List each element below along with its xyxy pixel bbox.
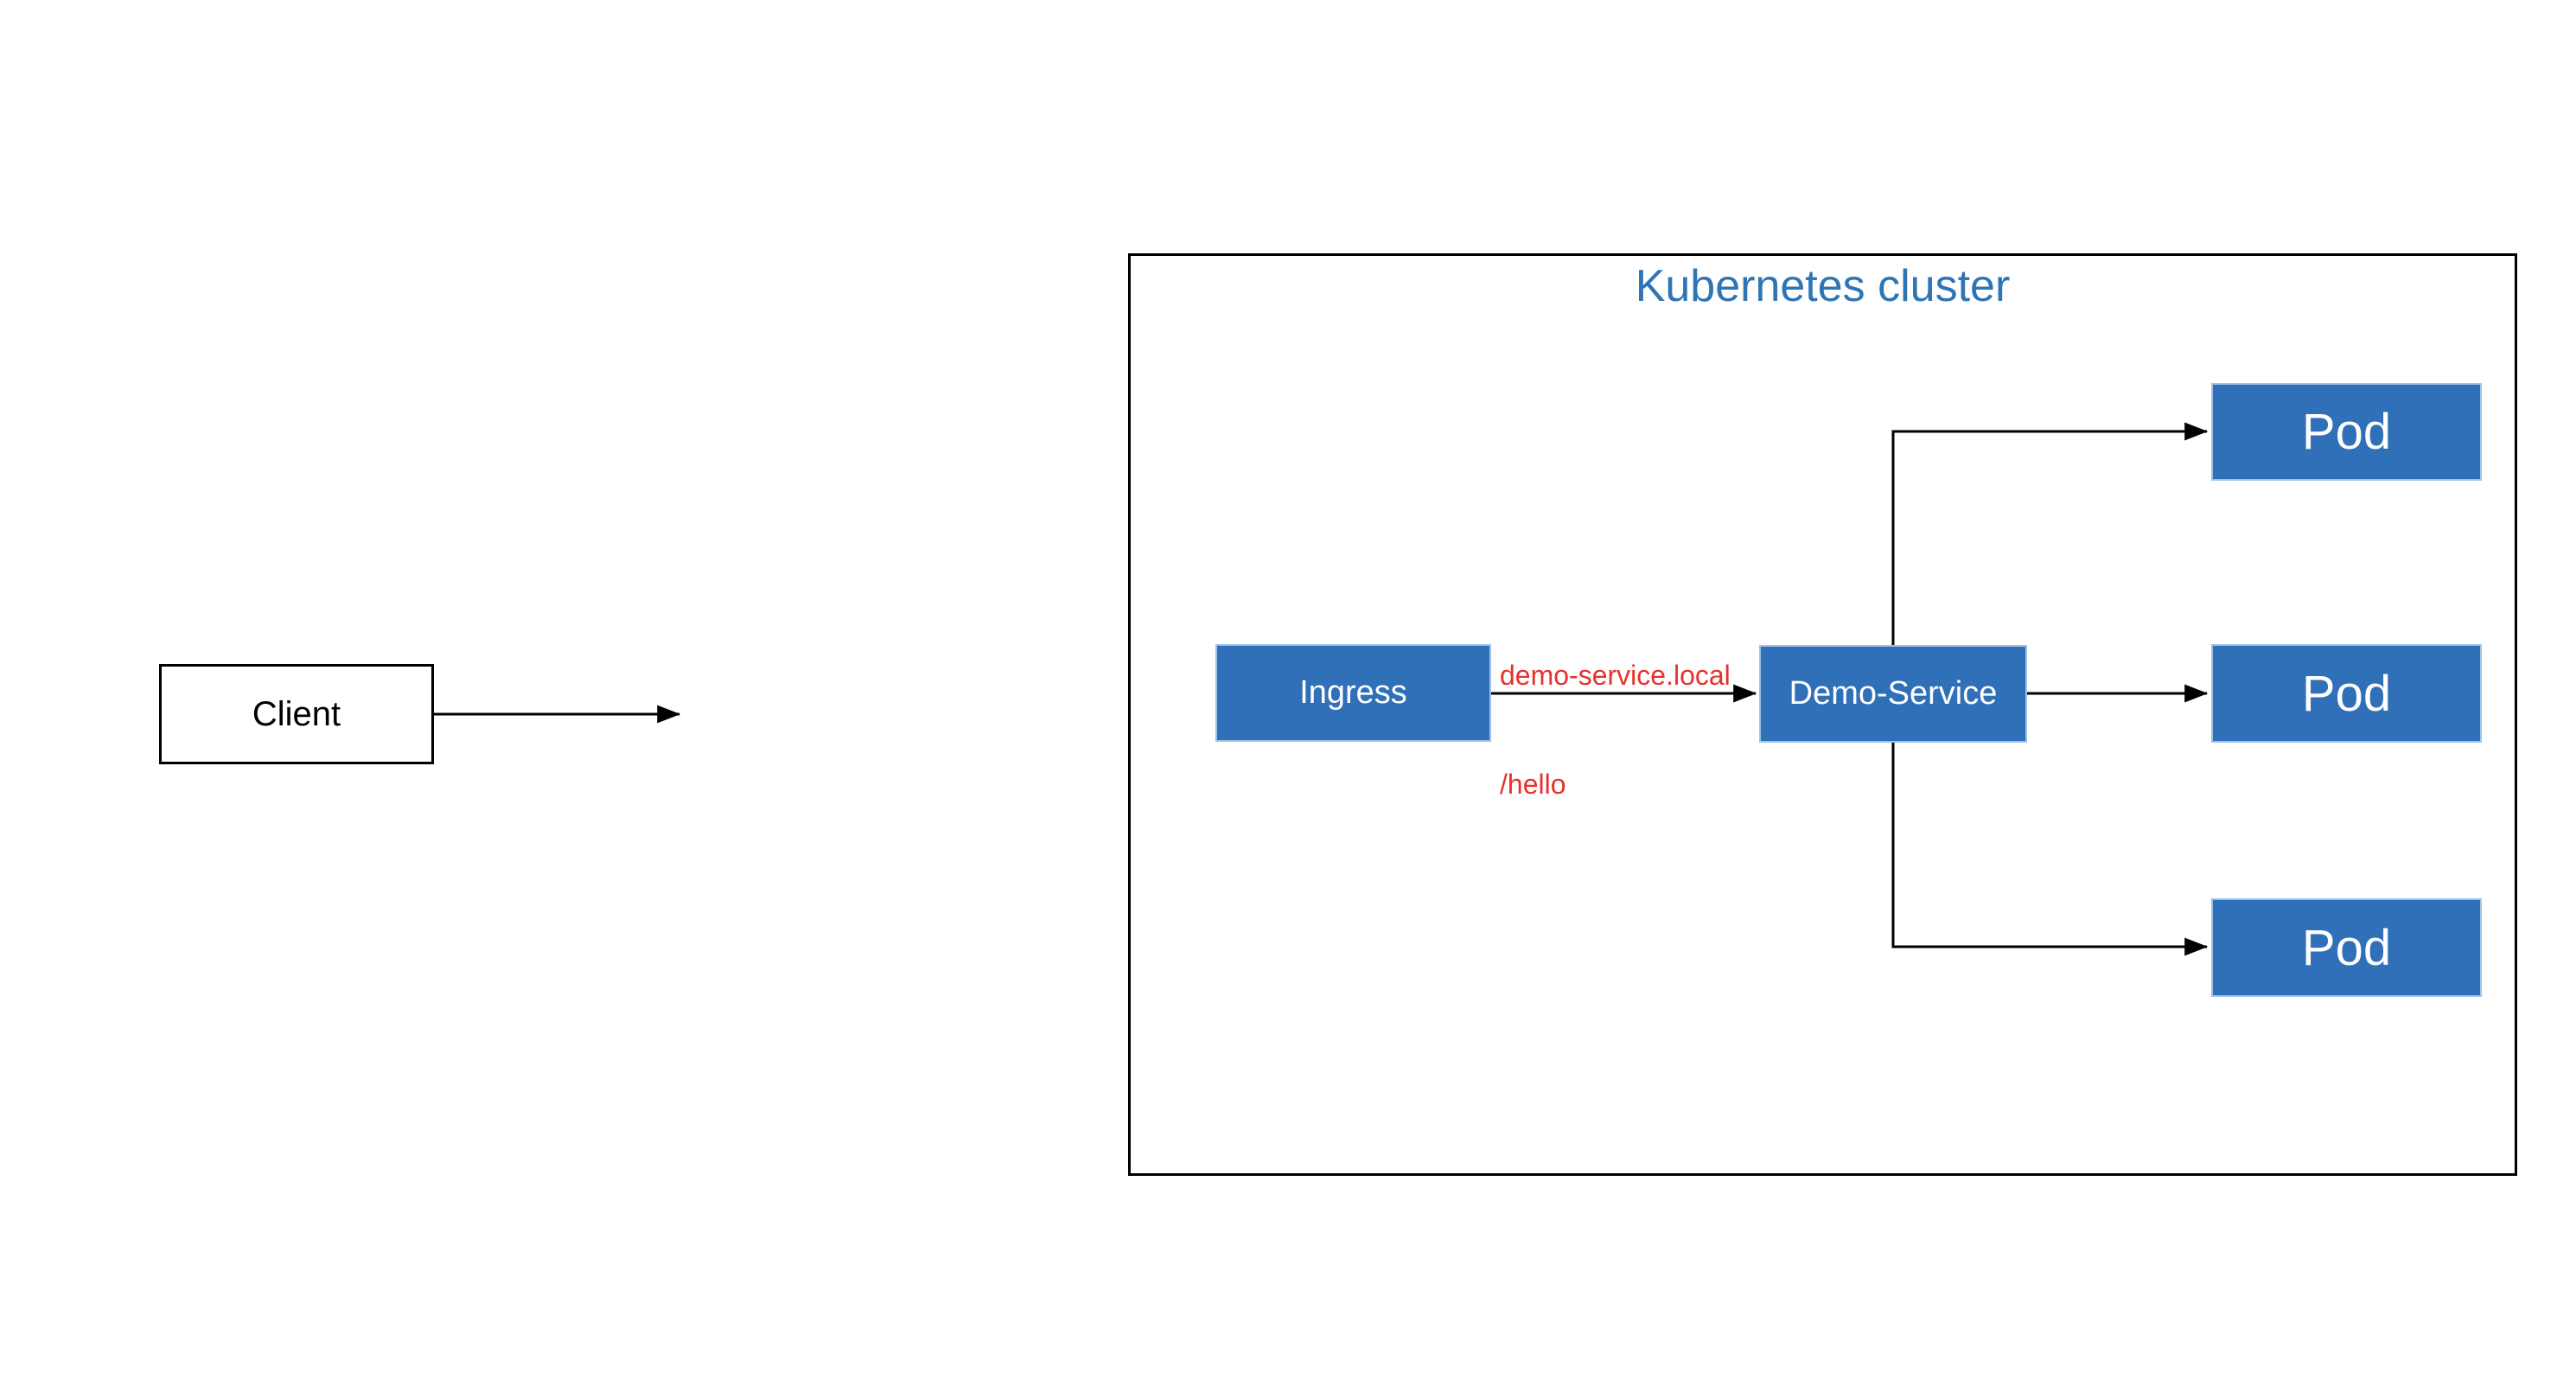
ingress-node: Ingress	[1215, 644, 1491, 742]
demo-service-node: Demo-Service	[1759, 645, 2027, 743]
pod-node-middle: Pod	[2211, 644, 2482, 743]
client-label: Client	[252, 694, 341, 733]
demo-service-label: Demo-Service	[1789, 675, 1998, 712]
cluster-title: Kubernetes cluster	[1635, 261, 2011, 311]
route-path-text: /hello	[1500, 769, 1566, 800]
route-host-text: demo-service.local	[1500, 660, 1731, 691]
pod-bottom-label: Pod	[2301, 919, 2392, 976]
ingress-label: Ingress	[1299, 674, 1407, 711]
pod-node-bottom: Pod	[2211, 898, 2482, 997]
pod-top-label: Pod	[2301, 404, 2392, 460]
pod-middle-label: Pod	[2301, 665, 2392, 722]
arrow-service-to-pod-bottom	[1891, 693, 2209, 956]
kubernetes-cluster-boundary	[1128, 253, 2517, 1176]
pod-node-top: Pod	[2211, 383, 2482, 481]
route-annotation: demo-service.local /hello	[1500, 584, 1731, 875]
client-node: Client	[159, 664, 434, 764]
arrow-service-to-pod-top	[1891, 422, 2209, 693]
